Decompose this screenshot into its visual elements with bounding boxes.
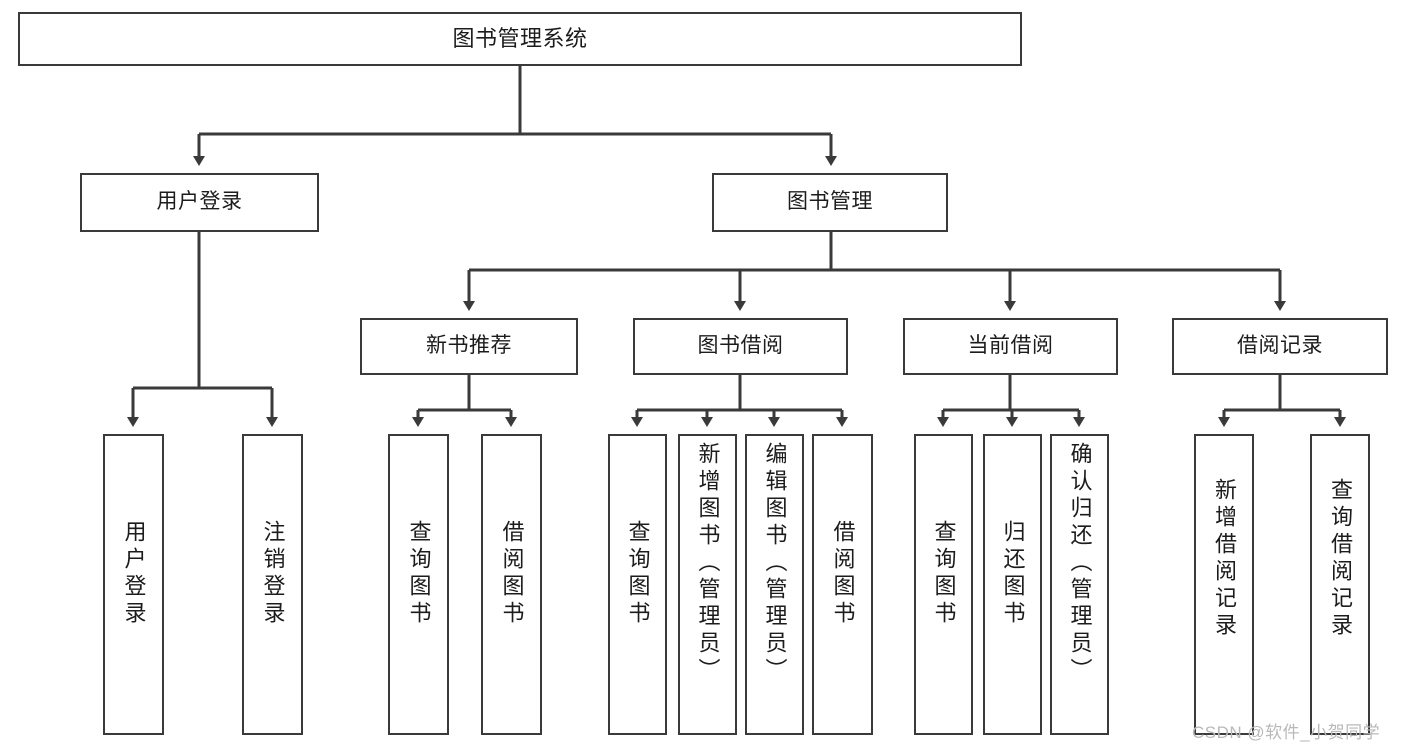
leaf-confirm-return-admin[interactable]: 确认归还（管理员） bbox=[1050, 434, 1109, 735]
leaf-query-book-borrow-label: 查询图书 bbox=[625, 520, 651, 628]
node-current-borrow-label: 当前借阅 bbox=[967, 334, 1054, 358]
leaf-query-book-recommend[interactable]: 查询图书 bbox=[388, 434, 449, 735]
node-new-book-recommend[interactable]: 新书推荐 bbox=[360, 318, 578, 375]
leaf-query-borrow-record[interactable]: 查询借阅记录 bbox=[1310, 434, 1370, 735]
leaf-user-login-label: 用户登录 bbox=[121, 520, 147, 628]
leaf-borrow-book-recommend[interactable]: 借阅图书 bbox=[481, 434, 542, 735]
leaf-borrow-book-recommend-label: 借阅图书 bbox=[499, 520, 525, 628]
leaf-query-book-current-label: 查询图书 bbox=[931, 520, 957, 628]
leaf-edit-book-admin[interactable]: 编辑图书（管理员） bbox=[745, 434, 804, 735]
leaf-borrow-book-label: 借阅图书 bbox=[830, 520, 856, 628]
node-new-book-recommend-label: 新书推荐 bbox=[426, 334, 512, 358]
node-borrow-record[interactable]: 借阅记录 bbox=[1172, 318, 1388, 375]
leaf-edit-book-admin-label: 编辑图书（管理员） bbox=[762, 442, 788, 685]
node-book-management-label: 图书管理 bbox=[787, 190, 873, 214]
leaf-return-book[interactable]: 归还图书 bbox=[983, 434, 1042, 735]
leaf-confirm-return-admin-label: 确认归还（管理员） bbox=[1067, 442, 1093, 685]
node-book-management[interactable]: 图书管理 bbox=[712, 173, 948, 232]
leaf-add-book-admin-label: 新增图书（管理员） bbox=[695, 442, 721, 685]
leaf-logout[interactable]: 注销登录 bbox=[242, 434, 303, 735]
csdn-watermark: CSDN @软件_小贺同学 bbox=[1192, 723, 1381, 742]
node-book-borrow[interactable]: 图书借阅 bbox=[633, 318, 848, 375]
leaf-query-borrow-record-label: 查询借阅记录 bbox=[1328, 478, 1353, 640]
node-borrow-record-label: 借阅记录 bbox=[1237, 334, 1323, 358]
leaf-query-book-current[interactable]: 查询图书 bbox=[914, 434, 973, 735]
node-current-borrow[interactable]: 当前借阅 bbox=[903, 318, 1118, 375]
leaf-query-book-recommend-label: 查询图书 bbox=[406, 520, 432, 628]
node-root[interactable]: 图书管理系统 bbox=[18, 12, 1022, 66]
node-user-login-label: 用户登录 bbox=[156, 190, 243, 214]
node-book-borrow-label: 图书借阅 bbox=[697, 334, 784, 358]
leaf-logout-label: 注销登录 bbox=[260, 520, 286, 628]
node-user-login[interactable]: 用户登录 bbox=[80, 173, 319, 232]
leaf-return-book-label: 归还图书 bbox=[1000, 520, 1026, 628]
leaf-user-login[interactable]: 用户登录 bbox=[103, 434, 164, 735]
leaf-query-book-borrow[interactable]: 查询图书 bbox=[608, 434, 667, 735]
leaf-add-borrow-record-label: 新增借阅记录 bbox=[1212, 478, 1237, 640]
leaf-borrow-book[interactable]: 借阅图书 bbox=[812, 434, 873, 735]
node-root-label: 图书管理系统 bbox=[452, 26, 588, 52]
leaf-add-book-admin[interactable]: 新增图书（管理员） bbox=[678, 434, 737, 735]
leaf-add-borrow-record[interactable]: 新增借阅记录 bbox=[1194, 434, 1254, 735]
